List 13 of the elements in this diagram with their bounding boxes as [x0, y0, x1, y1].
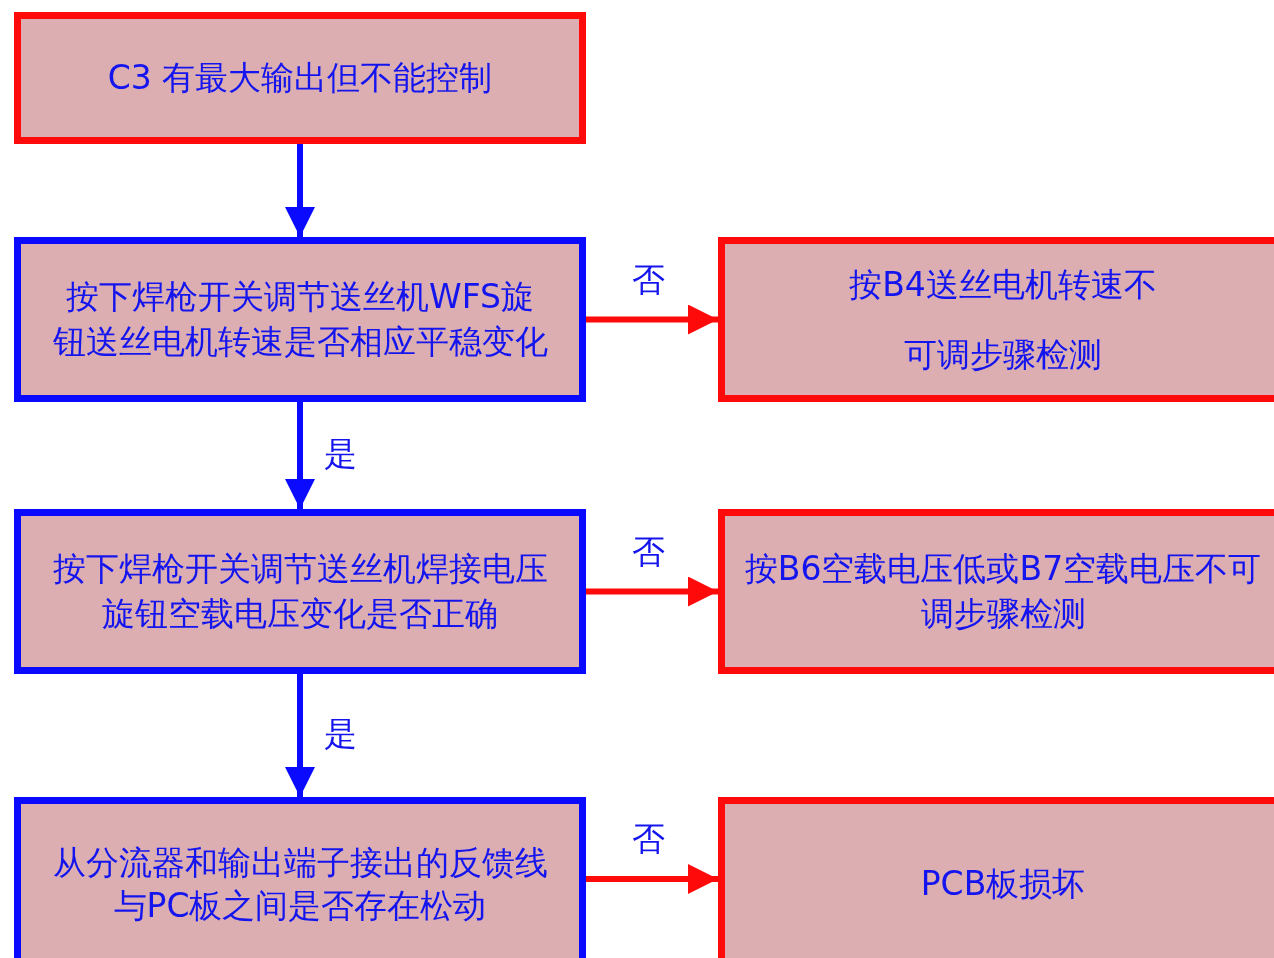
decision-box: 从分流器和输出端子接出的反馈线与PC板之间是否存在松动	[14, 797, 586, 958]
decision-box: 按下焊枪开关调节送丝机焊接电压旋钮空载电压变化是否正确	[14, 509, 586, 674]
arrow	[285, 144, 315, 237]
action-box: 按B6空载电压低或B7空载电压不可调步骤检测	[718, 509, 1274, 674]
start-box: C3 有最大输出但不能控制	[14, 12, 586, 144]
arrow	[285, 402, 315, 509]
result-box: PCB板损坏	[718, 797, 1274, 958]
arrow	[285, 674, 315, 797]
action-box: 按B4送丝电机转速不可调步骤检测	[718, 237, 1274, 402]
arrow	[586, 576, 718, 607]
decision-box: 按下焊枪开关调节送丝机WFS旋钮送丝电机转速是否相应平稳变化	[14, 237, 586, 402]
arrow	[586, 304, 718, 335]
arrow	[586, 864, 718, 894]
